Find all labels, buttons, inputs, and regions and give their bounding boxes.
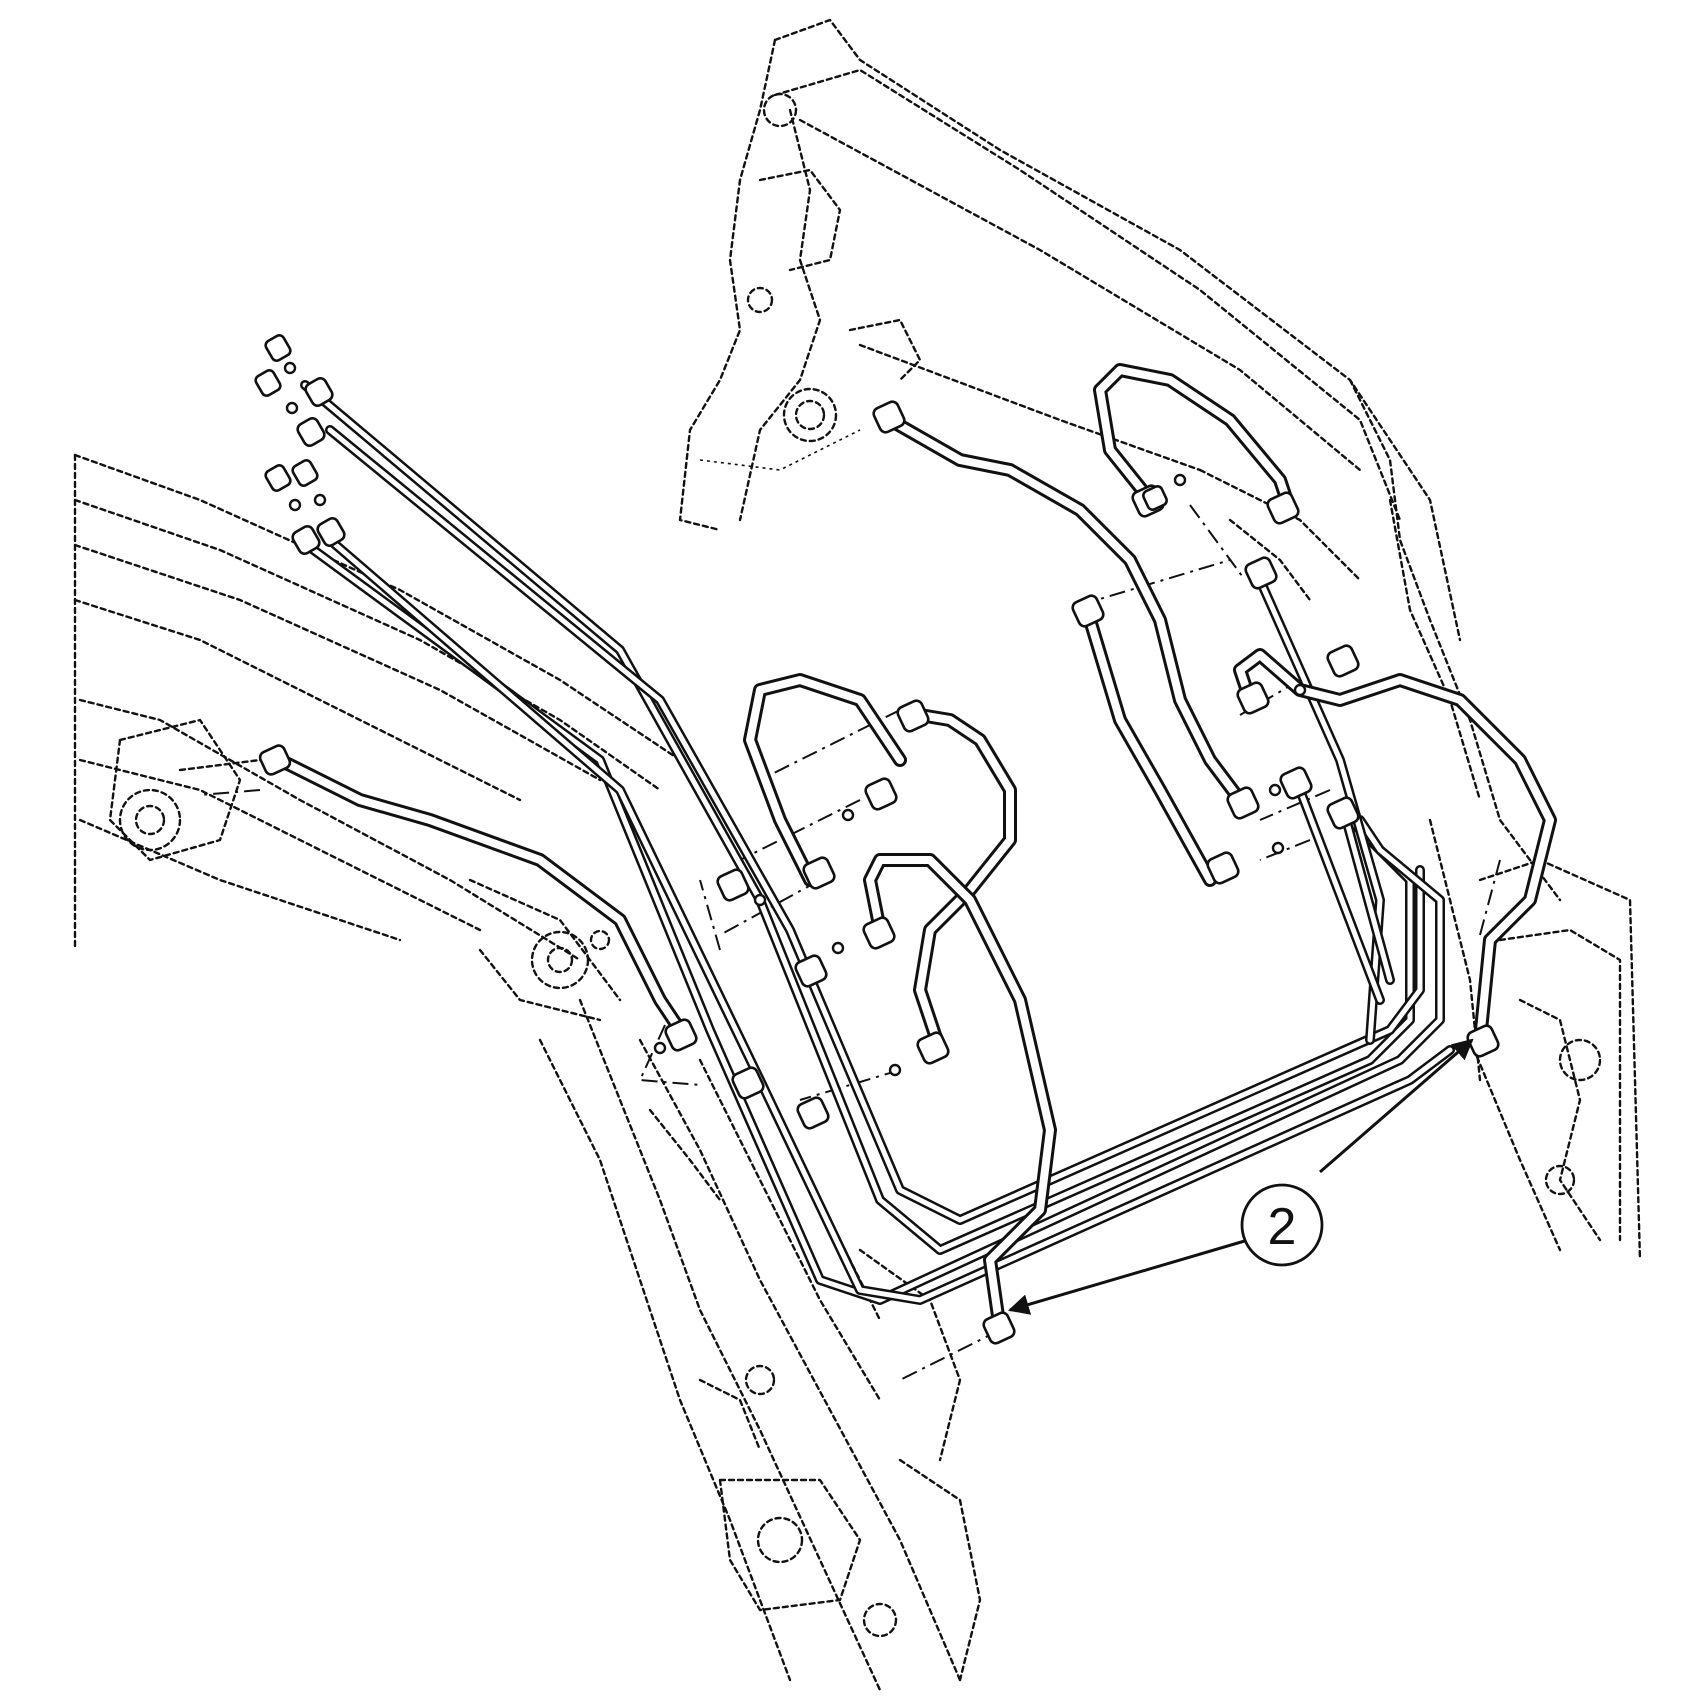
fitting-nut	[794, 954, 828, 988]
fitting-nut	[254, 369, 282, 397]
fitting-nut	[1279, 766, 1313, 800]
callout-2: 2	[1007, 1038, 1474, 1315]
fitting-nut	[291, 459, 319, 487]
o-ring	[1293, 683, 1307, 697]
hose-long-callout	[863, 853, 1057, 1337]
hose-center-loop	[743, 673, 907, 887]
left-boom-phantom	[73, 453, 682, 1022]
o-ring	[1271, 841, 1285, 855]
callout-arrow-right	[1319, 1038, 1474, 1174]
hose-upper-right-loop	[1093, 363, 1297, 517]
steel-pipe-1	[300, 380, 1415, 1255]
fitting-nut	[1326, 644, 1360, 678]
o-ring	[1268, 783, 1282, 797]
fitting-nut	[916, 1031, 950, 1065]
fitting-nut	[1326, 796, 1360, 830]
fitting-nut	[731, 1066, 765, 1100]
o-ring	[753, 893, 767, 907]
fitting-nut	[291, 525, 321, 555]
rear-frame-phantom	[678, 18, 1562, 902]
right-chassis-phantom	[1428, 818, 1642, 1262]
fitting-nut	[1142, 485, 1168, 511]
fitting-nut	[802, 856, 836, 890]
o-ring	[1173, 473, 1187, 487]
o-ring	[888, 1063, 902, 1077]
callout-circle	[1240, 1183, 1324, 1267]
o-ring	[283, 361, 297, 375]
hose-center-2	[913, 708, 1017, 1057]
fitting-nut	[716, 868, 750, 902]
o-ring	[285, 401, 299, 415]
fitting-nut	[864, 777, 898, 811]
steel-pipe-2	[325, 425, 1425, 1225]
fittings	[254, 334, 1500, 1345]
fitting-nut	[258, 744, 292, 776]
fitting-nut	[1206, 851, 1240, 885]
fitting-nut	[1071, 594, 1105, 628]
fitting-nut	[796, 1096, 830, 1130]
fitting-nut	[896, 699, 930, 733]
o-ring	[313, 493, 327, 507]
hose-left-boom	[273, 753, 687, 1037]
fitting-nut	[1244, 556, 1278, 590]
o-ring	[288, 498, 302, 512]
steel-pipe-7	[1340, 810, 1395, 985]
o-ring	[841, 808, 855, 822]
hose-right-loop	[1233, 648, 1557, 1047]
fitting-nut	[1236, 681, 1270, 715]
fitting-nut	[1226, 786, 1260, 820]
fitting-nut	[862, 916, 896, 950]
fitting-nut	[264, 334, 292, 362]
steel-pipe-5	[1255, 575, 1385, 1045]
o-ring	[831, 941, 845, 955]
fitting-nut	[664, 1018, 698, 1052]
fitting-nut	[1266, 491, 1300, 525]
fitting-nut	[982, 1311, 1016, 1345]
hose-upper-right-long	[883, 413, 1247, 807]
steel-pipe-3	[295, 535, 1445, 1305]
fitting-nut	[264, 464, 292, 492]
lower-column-phantom	[538, 998, 982, 1692]
fitting-nut	[316, 517, 346, 547]
steel-pipe-6	[1295, 785, 1385, 1005]
callout-label: 2	[1268, 1198, 1297, 1256]
hose-right-s	[1083, 613, 1217, 887]
fitting-nut	[872, 400, 906, 434]
callout-arrow-left	[1007, 1238, 1249, 1315]
fitting-nut	[296, 417, 326, 447]
o-rings	[283, 361, 1307, 1077]
o-ring	[653, 1041, 667, 1055]
fitting-nut	[304, 377, 334, 407]
steel-pipe-4	[325, 535, 1455, 1305]
